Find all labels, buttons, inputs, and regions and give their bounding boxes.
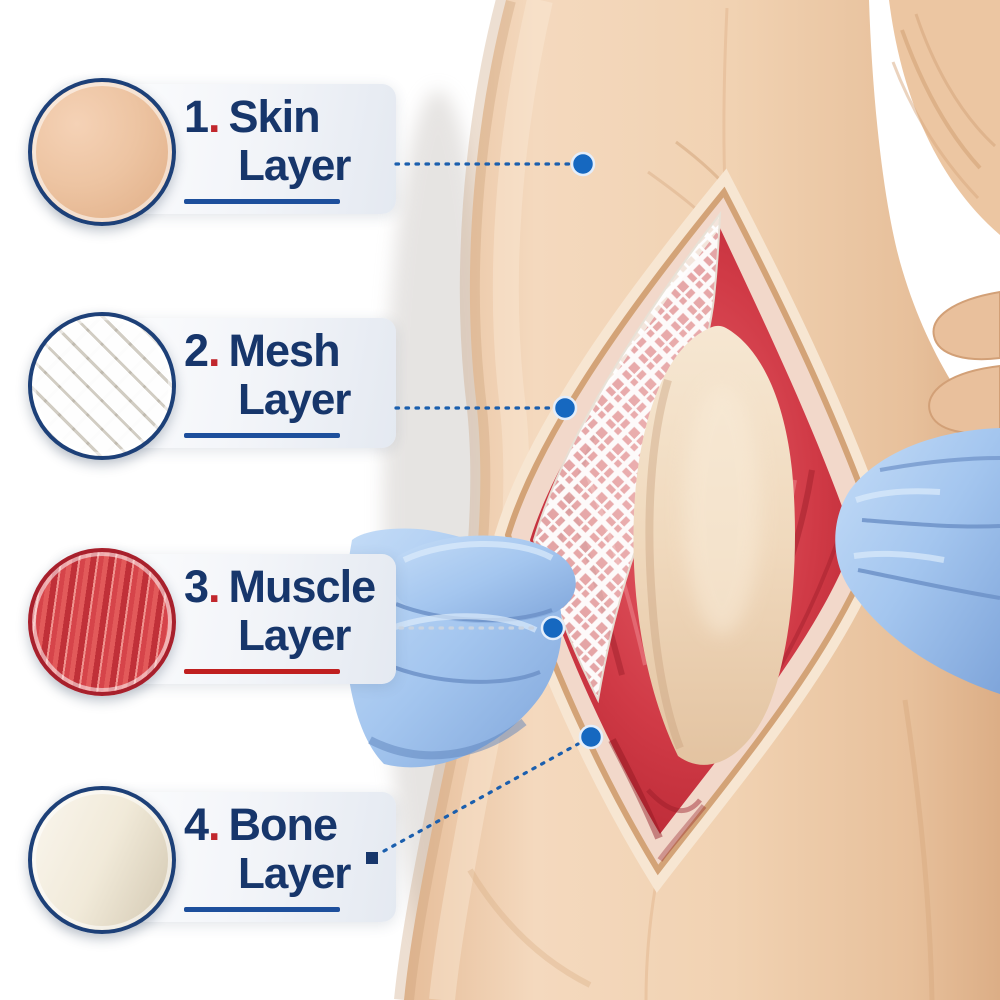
limb <box>394 0 1000 1000</box>
legend-underline <box>184 669 340 674</box>
legend-subtitle: Layer <box>238 611 351 660</box>
legend-underline <box>184 433 340 438</box>
legend-item-mesh: 2.Mesh Layer <box>28 310 396 460</box>
limb-corner-fold <box>889 0 1000 235</box>
leader-line-bone <box>382 742 580 853</box>
marker-dot-mesh <box>552 395 578 421</box>
legend-item-bone: 4.Bone Layer <box>28 784 396 934</box>
legend-item-muscle: 3.Muscle Layer <box>28 546 396 696</box>
legend-title: 4.Bone <box>184 800 404 850</box>
legend-subtitle: Layer <box>238 375 351 424</box>
skin-texture-swatch <box>28 78 176 226</box>
legend-title-text: Bone <box>228 799 338 850</box>
mesh-layer <box>532 210 722 704</box>
marker-dot-bone <box>578 724 604 750</box>
muscle-texture-swatch <box>28 548 176 696</box>
incision <box>494 168 892 893</box>
glove-right <box>835 428 1000 694</box>
legend-title: 2.Mesh <box>184 326 404 376</box>
legend-title-text: Mesh <box>228 325 341 376</box>
legend-number-dot: . <box>208 799 220 850</box>
legend-item-skin: 1.Skin Layer <box>28 76 396 226</box>
legend-number-dot: . <box>208 325 220 376</box>
skin-folds-right <box>928 290 1000 511</box>
legend-title-text: Muscle <box>228 561 377 612</box>
legend-title: 1.Skin <box>184 92 404 142</box>
legend-number: 2 <box>184 325 209 376</box>
legend-number: 3 <box>184 561 209 612</box>
bone-texture-swatch <box>28 786 176 934</box>
legend-subtitle: Layer <box>238 849 351 898</box>
legend-underline <box>184 199 340 204</box>
muscle-layer <box>530 228 854 862</box>
legend-subtitle: Layer <box>238 141 351 190</box>
legend-number-dot: . <box>208 561 220 612</box>
legend-title: 3.Muscle <box>184 562 404 612</box>
marker-dot-muscle <box>540 615 566 641</box>
legend-number: 4 <box>184 799 209 850</box>
legend-underline <box>184 907 340 912</box>
legend-number: 1 <box>184 91 209 142</box>
marker-dot-skin <box>570 151 596 177</box>
mesh-texture-swatch <box>28 312 176 460</box>
skin-layer-edge <box>494 168 892 893</box>
legend-title-text: Skin <box>228 91 321 142</box>
legend-number-dot: . <box>208 91 220 142</box>
bone-layer <box>633 325 795 765</box>
